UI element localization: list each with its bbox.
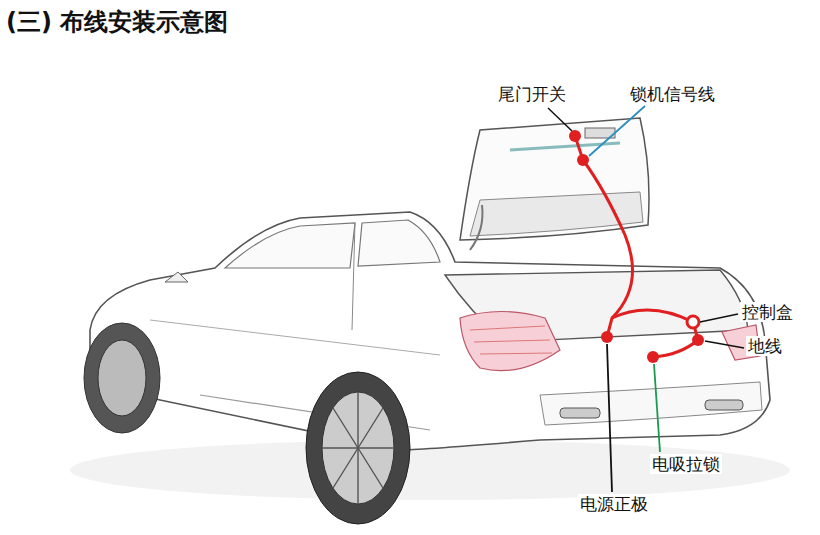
leader-line [654,364,660,452]
leader-line [700,314,738,322]
exhaust [560,408,600,418]
car-body [90,212,770,450]
trunk-lid [460,118,649,240]
diagram-title: (三) 布线安装示意图 [6,6,228,38]
bumper [540,382,762,425]
mirror [165,272,188,282]
spokes [322,392,394,504]
control-box-point [687,316,699,328]
taillight [460,312,560,371]
wiring [575,136,698,357]
leader-line [548,108,572,131]
leader-line [607,344,612,492]
rear-glass [470,192,643,236]
part-label: 尾门开关 [496,84,568,104]
rim [322,392,394,504]
part-label: 电源正极 [578,494,650,514]
strut [470,205,483,250]
front-wheel [84,323,160,433]
part-label: 锁机信号线 [628,84,717,104]
part-label: 控制盒 [740,302,795,322]
part-label: 电吸拉锁 [650,454,722,474]
window [358,220,440,266]
leader-line [705,341,744,348]
crease [150,320,440,355]
exhaust [705,400,743,410]
door-line [352,223,355,330]
taillight-lines [470,326,552,354]
rim [98,340,146,416]
rear-wheel [306,372,410,524]
wire-points [569,130,704,363]
leader-line [589,106,645,156]
window [225,223,355,268]
part-label: 地线 [746,336,784,356]
